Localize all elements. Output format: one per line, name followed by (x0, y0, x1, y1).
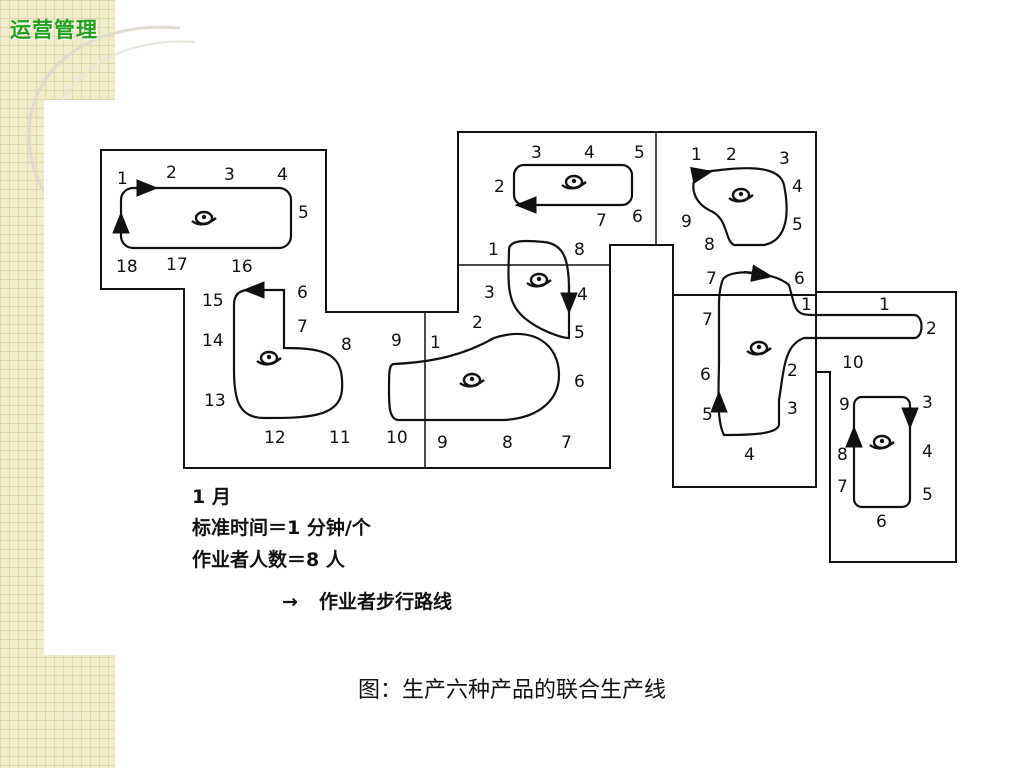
station-label: 6 (297, 283, 308, 303)
cell-dividers (424, 132, 657, 468)
worker-icon (868, 434, 896, 450)
station-label: 6 (700, 365, 711, 385)
worker-icon (458, 372, 486, 388)
header-title: 运营管理 (10, 18, 98, 42)
station-label: 9 (437, 433, 448, 453)
station-label: 6 (632, 207, 643, 227)
station-label: 11 (329, 428, 351, 448)
legend-arrow-icon: → (282, 591, 298, 613)
station-label: 2 (926, 319, 937, 339)
station-label: 1 (430, 333, 441, 353)
header-strip (115, 0, 1024, 100)
station-label: 6 (876, 512, 887, 532)
station-label: 8 (837, 445, 848, 465)
station-label: 9 (681, 212, 692, 232)
station-label: 2 (494, 177, 505, 197)
station-label: 3 (922, 393, 933, 413)
station-label: 3 (787, 399, 798, 419)
station-label: 7 (297, 317, 308, 337)
station-label: 8 (502, 433, 513, 453)
station-label: 6 (794, 269, 805, 289)
station-labels-cell-b: 6 7 8 9 10 11 12 13 14 15 (202, 283, 408, 448)
station-label: 1 (117, 169, 128, 189)
station-label: 4 (277, 165, 288, 185)
station-label: 16 (231, 257, 253, 277)
station-label: 7 (596, 211, 607, 231)
worker-icon (745, 340, 773, 356)
station-labels-cell-g: 7 6 1 1 2 7 6 5 4 3 2 10 (700, 269, 937, 465)
station-label: 5 (298, 203, 309, 223)
station-label: 1 (691, 145, 702, 165)
station-label: 2 (726, 145, 737, 165)
station-label: 3 (484, 283, 495, 303)
station-labels-cell-e: 1 8 3 4 5 (484, 240, 588, 343)
station-label: 4 (584, 143, 595, 163)
layout-boundary (100, 131, 957, 563)
walking-routes (112, 163, 923, 509)
legend-worker-count: 作业者人数＝8 人 (192, 548, 346, 571)
station-label: 4 (744, 445, 755, 465)
station-label: 7 (706, 269, 717, 289)
station-label: 13 (204, 391, 226, 411)
station-label: 8 (574, 240, 585, 260)
station-labels-cell-h: 9 3 8 4 7 5 6 (837, 393, 933, 532)
station-label: 7 (702, 310, 713, 330)
legend-standard-time: 标准时间＝1 分钟/个 (192, 516, 372, 539)
station-label: 5 (792, 215, 803, 235)
station-label: 5 (634, 143, 645, 163)
station-label: 17 (166, 255, 188, 275)
station-labels-cell-d: 2 3 4 5 6 7 (494, 143, 645, 231)
worker-icon (190, 210, 218, 226)
production-line-diagram: 1 2 3 4 5 16 17 18 6 7 8 9 10 11 12 13 1… (100, 131, 957, 613)
station-label: 3 (531, 143, 542, 163)
worker-icon (525, 272, 553, 288)
station-label: 1 (801, 295, 812, 315)
figure-caption: 图：生产六种产品的联合生产线 (357, 678, 666, 703)
station-label: 1 (488, 240, 499, 260)
worker-icon (727, 187, 755, 203)
station-label: 5 (574, 323, 585, 343)
station-label: 4 (577, 285, 588, 305)
legend: 1 月 标准时间＝1 分钟/个 作业者人数＝8 人 → 作业者步行路线 (192, 486, 452, 613)
station-label: 5 (702, 405, 713, 425)
station-label: 8 (341, 335, 352, 355)
station-label: 18 (116, 257, 138, 277)
station-label: 7 (837, 477, 848, 497)
station-label: 4 (792, 177, 803, 197)
station-label: 15 (202, 291, 224, 311)
station-label: 10 (386, 428, 408, 448)
worker-icon (560, 174, 588, 190)
station-label: 1 (879, 295, 890, 315)
station-label: 2 (787, 361, 798, 381)
station-label: 6 (574, 372, 585, 392)
legend-month: 1 月 (192, 486, 231, 508)
station-labels-cell-c: 1 2 6 7 8 9 (430, 313, 585, 453)
station-labels-cell-a: 1 2 3 4 5 16 17 18 (116, 163, 309, 277)
station-label: 3 (779, 149, 790, 169)
station-label: 3 (224, 165, 235, 185)
station-label: 4 (922, 442, 933, 462)
station-label: 14 (202, 331, 224, 351)
station-label: 2 (472, 313, 483, 333)
legend-walking-path-label: 作业者步行路线 (319, 590, 452, 613)
station-label: 2 (166, 163, 177, 183)
station-label: 12 (264, 428, 286, 448)
station-label: 10 (842, 353, 864, 373)
diagram-panel: 1 2 3 4 5 16 17 18 6 7 8 9 10 11 12 13 1… (44, 100, 980, 655)
station-label: 8 (704, 235, 715, 255)
worker-icon (255, 350, 283, 366)
station-label: 7 (561, 433, 572, 453)
station-labels-cell-f: 1 2 3 4 5 9 8 (681, 145, 803, 255)
station-label: 9 (839, 395, 850, 415)
station-label: 9 (391, 331, 402, 351)
station-label: 5 (922, 485, 933, 505)
